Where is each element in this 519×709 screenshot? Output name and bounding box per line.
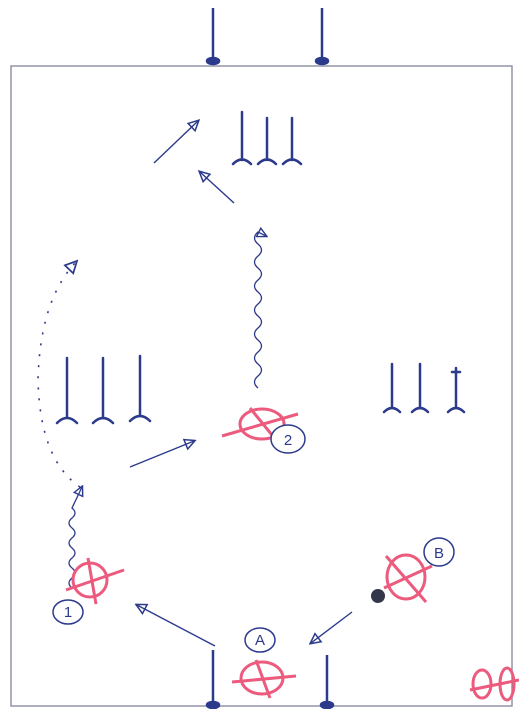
rink-outline: [10, 65, 513, 707]
cone-group-left: [55, 354, 152, 425]
label-2-badge: 2: [270, 424, 306, 454]
label-b-text: B: [434, 545, 444, 562]
label-a-text: A: [255, 632, 265, 649]
player-1-symbol: [65, 557, 125, 605]
label-1-badge: 1: [52, 599, 84, 625]
label-b-badge: B: [423, 537, 455, 567]
cone-group-top: [231, 110, 303, 166]
player-b-symbol: [383, 553, 433, 603]
partial-player-bottom-right: [469, 666, 519, 702]
label-1-text: 1: [64, 604, 72, 621]
bottom-goal: [205, 650, 335, 709]
player-a-symbol: [231, 659, 297, 699]
top-goal: [205, 8, 330, 66]
stickhandle-path-center: [253, 232, 267, 389]
skating-path-dotted: [37, 262, 81, 488]
cone-group-right: [382, 362, 466, 414]
label-a-badge: A: [244, 627, 276, 653]
puck: [371, 589, 385, 603]
pass-arrows: [129, 121, 353, 647]
label-2-text: 2: [284, 432, 292, 449]
